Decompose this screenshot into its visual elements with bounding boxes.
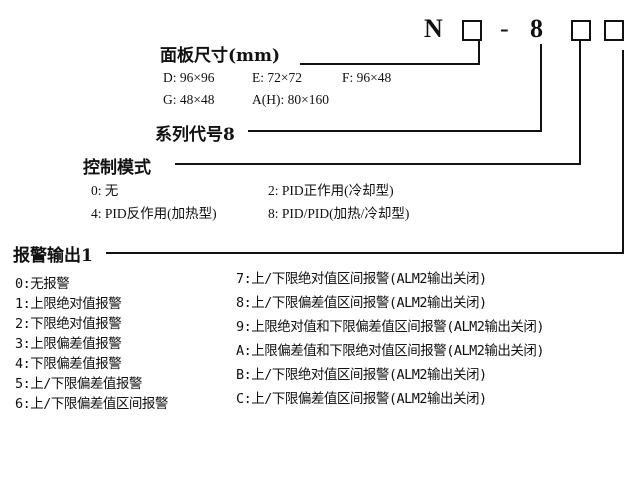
series-connector-h <box>248 130 542 132</box>
panel-connector-h <box>300 63 480 65</box>
alarm-option: 9:上限绝对值和下限偏差值区间报警(ALM2输出关闭) <box>236 319 545 335</box>
series-connector-v <box>540 44 542 132</box>
control-mode-box <box>571 20 591 41</box>
code-dash: - <box>500 14 509 43</box>
alarm-option: B:上/下限绝对值区间报警(ALM2输出关闭) <box>236 367 487 383</box>
alarm-connector-h <box>106 252 624 254</box>
alarm-option: 5:上/下限偏差值报警 <box>15 376 142 392</box>
control-connector-h <box>175 163 581 165</box>
alarm1-label: 报警输出1 <box>13 246 93 266</box>
alarm-option: 1:上限绝对值报警 <box>15 296 122 312</box>
control-option: 0: 无 <box>91 183 119 198</box>
alarm-connector-v <box>622 50 624 254</box>
panel-option: D: 96×96 <box>163 70 215 85</box>
panel-size-label: 面板尺寸(mm) <box>160 46 281 66</box>
series-label: 系列代号8 <box>155 125 235 145</box>
alarm-option: 4:下限偏差值报警 <box>15 356 122 372</box>
code-prefix: N <box>424 14 443 43</box>
control-connector-v <box>579 39 581 165</box>
control-mode-label: 控制模式 <box>83 158 151 178</box>
alarm-option: 0:无报警 <box>15 276 70 292</box>
control-option: 2: PID正作用(冷却型) <box>268 183 394 198</box>
alarm-option: C:上/下限偏差值区间报警(ALM2输出关闭) <box>236 391 487 407</box>
control-option: 8: PID/PID(加热/冷却型) <box>268 206 410 221</box>
panel-size-box <box>462 20 482 41</box>
alarm-option: 6:上/下限偏差值区间报警 <box>15 396 168 412</box>
code-series-digit: 8 <box>530 14 543 43</box>
alarm1-box <box>604 20 624 41</box>
control-option: 4: PID反作用(加热型) <box>91 206 217 221</box>
panel-option: E: 72×72 <box>252 70 302 85</box>
panel-option: G: 48×48 <box>163 92 215 107</box>
panel-option: F: 96×48 <box>342 70 392 85</box>
panel-option: A(H): 80×160 <box>252 92 329 107</box>
panel-connector-v <box>478 39 480 65</box>
alarm-option: 2:下限绝对值报警 <box>15 316 122 332</box>
alarm-option: 3:上限偏差值报警 <box>15 336 122 352</box>
alarm-option: A:上限偏差值和下限绝对值区间报警(ALM2输出关闭) <box>236 343 545 359</box>
alarm-option: 7:上/下限绝对值区间报警(ALM2输出关闭) <box>236 271 487 287</box>
alarm-option: 8:上/下限偏差值区间报警(ALM2输出关闭) <box>236 295 487 311</box>
